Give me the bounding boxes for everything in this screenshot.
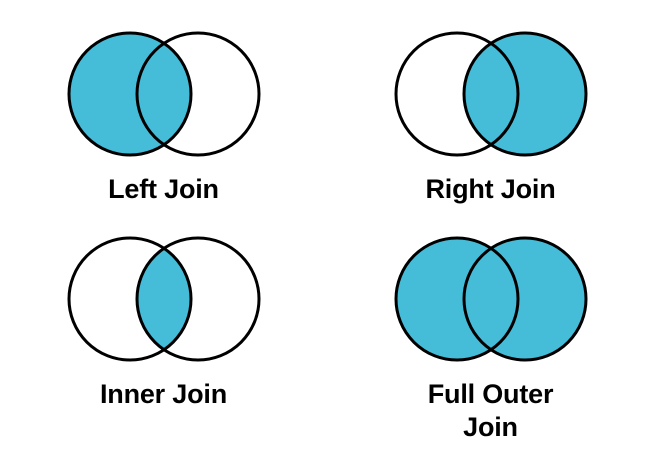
right-circle-outline bbox=[462, 236, 587, 362]
diagram-cell-right-join: Right Join bbox=[327, 24, 654, 206]
diagram-label-full-outer-join: Full Outer Join bbox=[427, 379, 554, 442]
diagram-label-right-join: Right Join bbox=[425, 174, 556, 204]
venn-right-join bbox=[371, 24, 611, 164]
diagram-label-inner-join: Inner Join bbox=[99, 379, 227, 409]
venn-inner-join bbox=[44, 229, 284, 369]
left-circle-outline bbox=[67, 31, 192, 157]
venn-left-join bbox=[44, 24, 284, 164]
right-circle-outline bbox=[135, 31, 260, 157]
diagram-cell-full-outer-join: Full Outer Join bbox=[327, 229, 654, 444]
right-circle-outline bbox=[462, 31, 587, 157]
left-circle-outline bbox=[67, 236, 192, 362]
diagram-label-left-join: Left Join bbox=[108, 174, 219, 204]
left-circle-outline bbox=[394, 31, 519, 157]
venn-full-outer-join bbox=[371, 229, 611, 369]
diagram-cell-left-join: Left Join bbox=[0, 24, 327, 206]
intersection-fill bbox=[463, 33, 518, 155]
right-circle-outline bbox=[135, 236, 260, 362]
intersection-fill bbox=[136, 33, 191, 155]
intersection-fill bbox=[136, 238, 191, 360]
left-circle-outline bbox=[394, 236, 519, 362]
diagram-cell-inner-join: Inner Join bbox=[0, 229, 327, 411]
right-circle-fill bbox=[463, 238, 586, 360]
